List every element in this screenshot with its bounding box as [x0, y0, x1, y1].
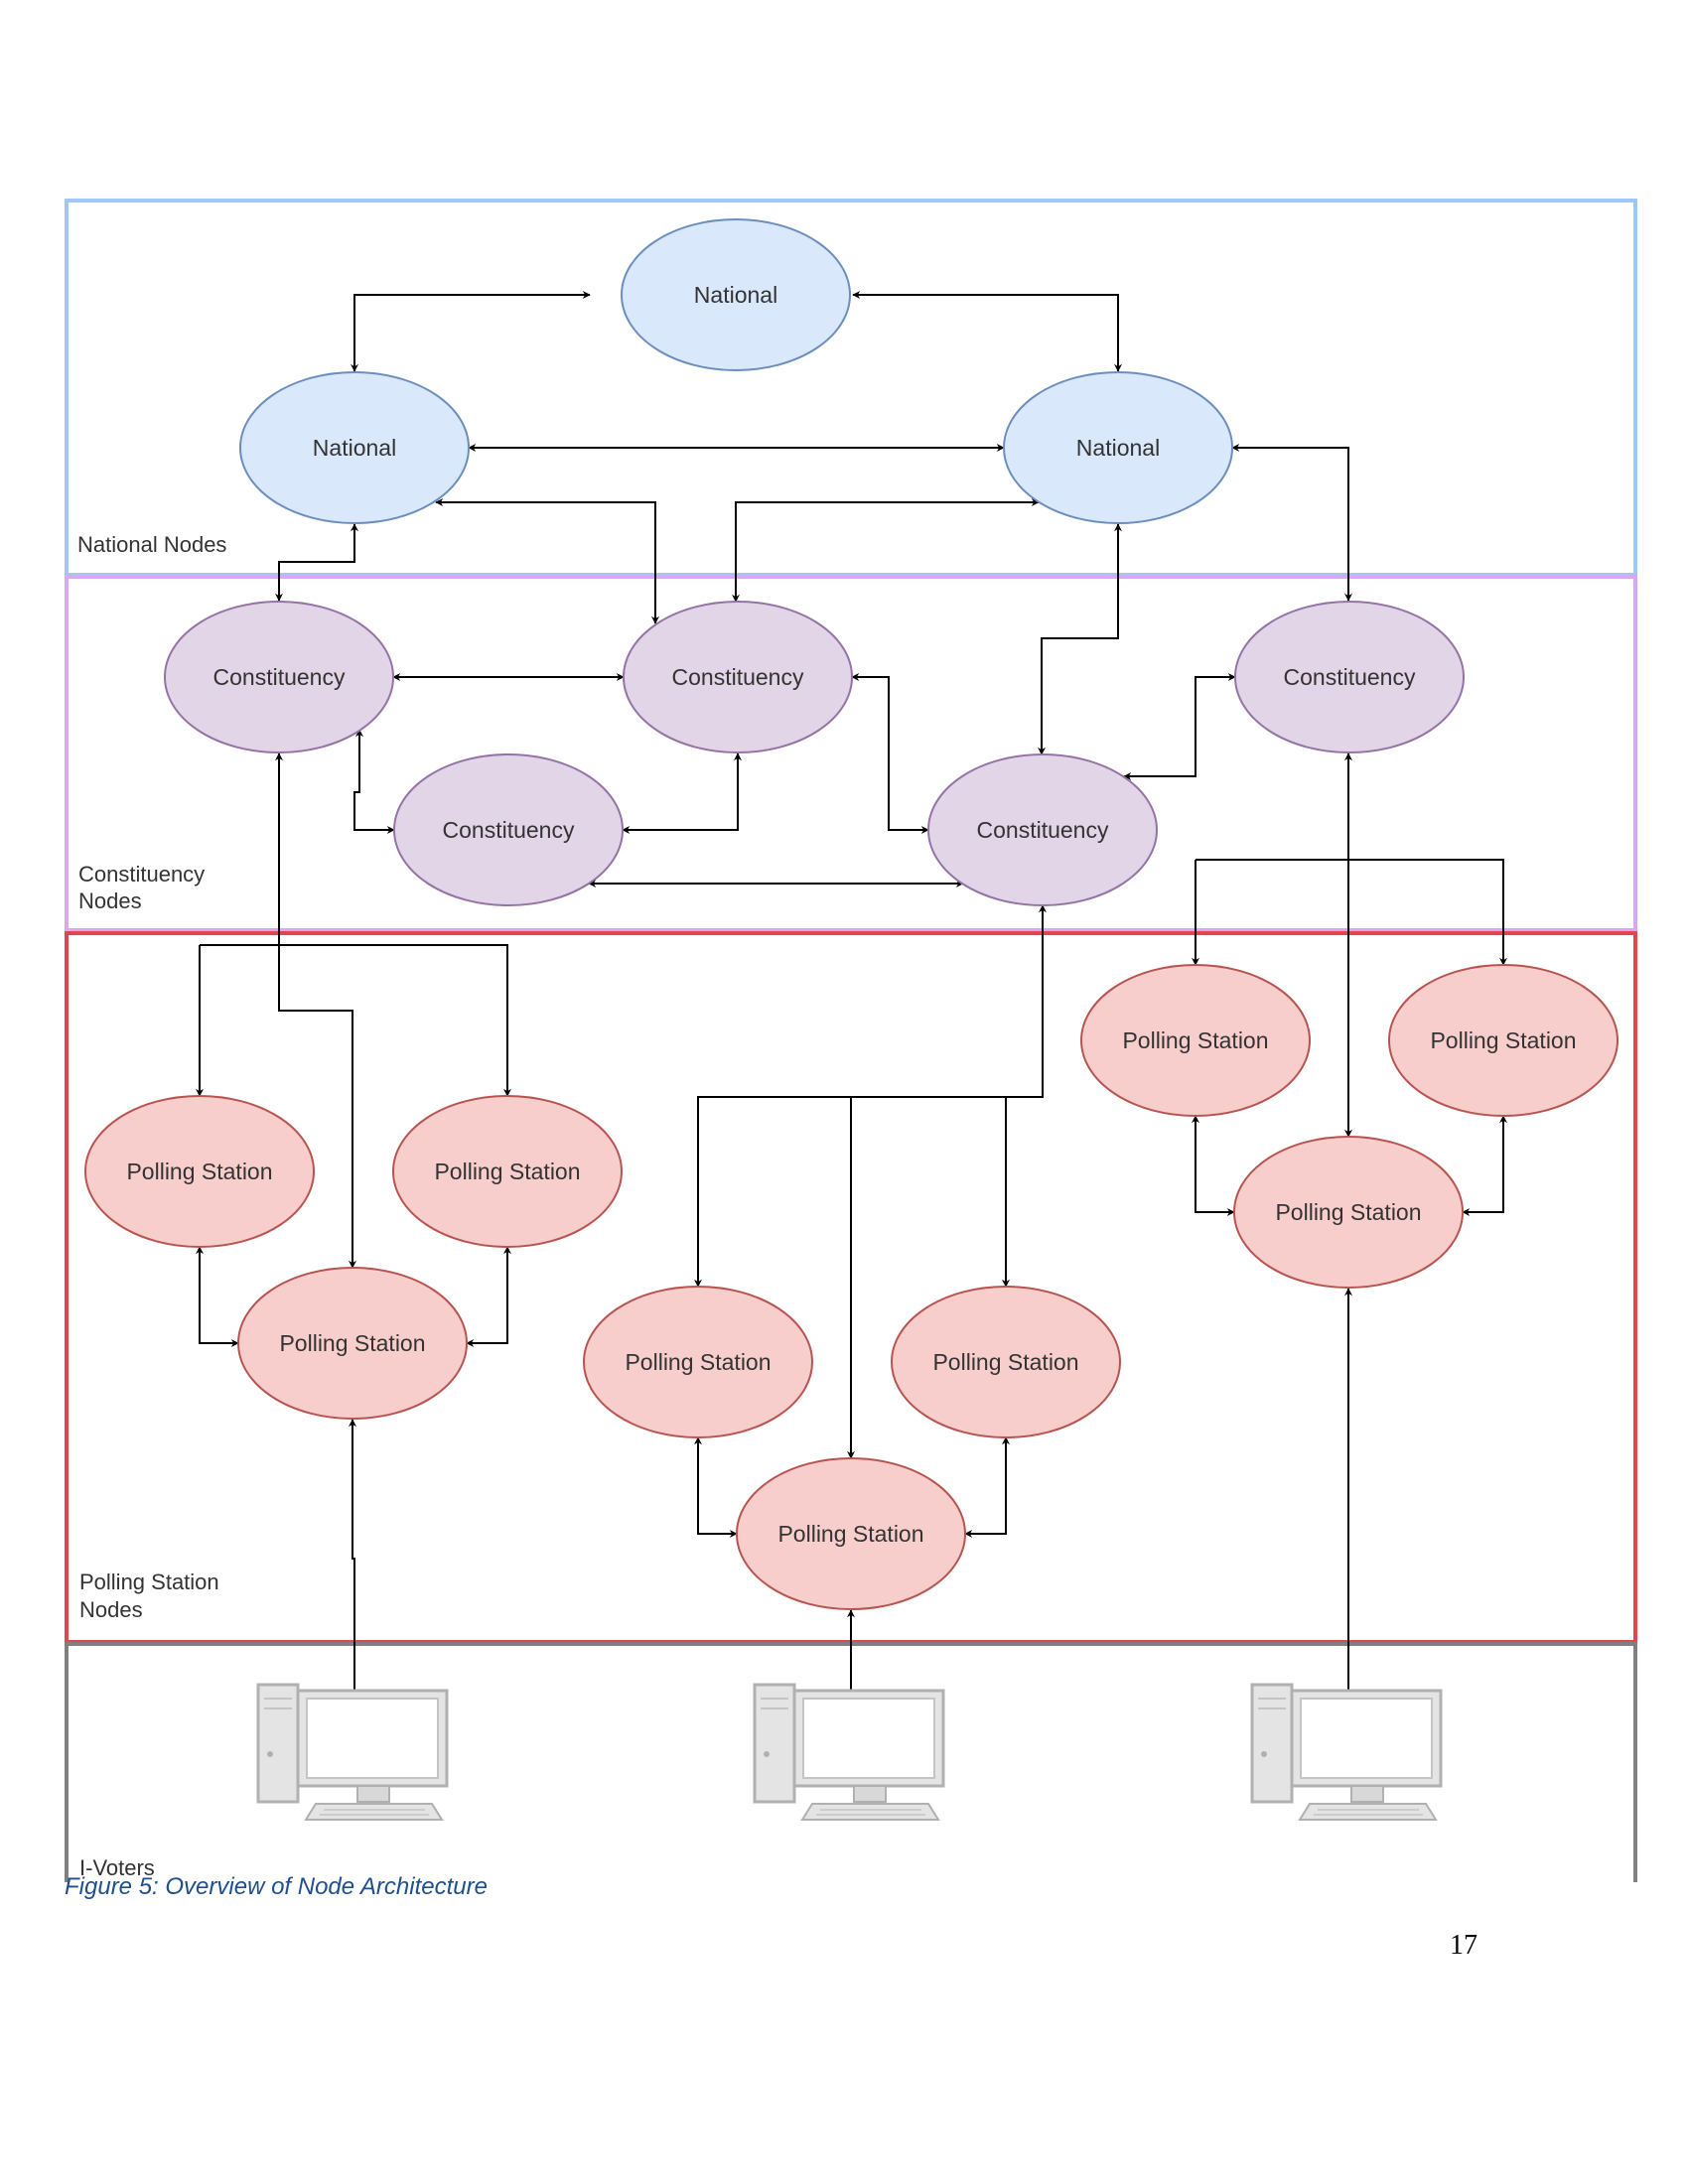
- node-ps-c-center: Polling Station: [1233, 1136, 1464, 1289]
- edge-ps-c-left-center: [1192, 1115, 1235, 1216]
- node-ps-b-right: Polling Station: [891, 1286, 1121, 1438]
- polling-node-label: Polling Station: [126, 1159, 272, 1184]
- node-nat-top: National: [621, 218, 851, 371]
- constituency-node-label: Constituency: [213, 664, 346, 690]
- edge-ps-b-right-center: [964, 1436, 1010, 1538]
- polling-node-label: Polling Station: [1122, 1027, 1268, 1053]
- edge-nat-right-con-3: [1231, 444, 1352, 602]
- edge-ps-a-bus-right: [200, 944, 511, 1097]
- polling-node-shape: [736, 1457, 966, 1610]
- polling-node-shape: [891, 1286, 1121, 1438]
- node-nat-left: National: [239, 371, 470, 524]
- edge-voter-1-ps-a: [349, 1419, 356, 1703]
- connection-lines: [196, 291, 1507, 1703]
- constituency-node-shape: [623, 601, 853, 753]
- edge-ps-a-right-center: [466, 1246, 511, 1347]
- national-node-label: National: [1076, 435, 1160, 461]
- edge-nat-top-left: [351, 291, 591, 372]
- region-label-line: Nodes: [79, 1597, 143, 1622]
- region-national-label: National Nodes: [77, 532, 226, 557]
- polling-node-label: Polling Station: [279, 1330, 425, 1356]
- desktop-computer-icon: [1250, 1683, 1443, 1822]
- region-label-line: Nodes: [78, 888, 142, 913]
- constituency-node-label: Constituency: [672, 664, 804, 690]
- polling-node-shape: [1233, 1136, 1464, 1289]
- node-nat-right: National: [1003, 371, 1233, 524]
- constituency-node-label: Constituency: [1284, 664, 1416, 690]
- edge-nat-left-con-1: [275, 523, 358, 602]
- desktop-computer-icon: [256, 1683, 449, 1822]
- node-ps-b-center: Polling Station: [736, 1457, 966, 1610]
- polling-node-label: Polling Station: [932, 1349, 1078, 1375]
- constituency-node-label: Constituency: [443, 817, 575, 843]
- national-node-shape: [1003, 371, 1233, 524]
- region-label-line: I-Voters: [79, 1855, 155, 1880]
- edge-ps-c-bus-right: [1196, 859, 1507, 966]
- edge-con-5-ps-b-bus: [694, 904, 1047, 1288]
- edge-con-1-con-4: [353, 729, 395, 834]
- region-label-line: National Nodes: [77, 532, 226, 557]
- edge-con-1-ps-a-center: [275, 752, 356, 1269]
- edge-nat-top-right: [852, 291, 1122, 372]
- polling-node-shape: [84, 1095, 315, 1248]
- polling-node-label: Polling Station: [777, 1521, 923, 1547]
- edge-ps-a-left-center: [196, 1246, 239, 1347]
- node-ps-a-center: Polling Station: [237, 1267, 468, 1420]
- constituency-node-label: Constituency: [977, 817, 1109, 843]
- edge-nat-right-con-5: [1038, 523, 1122, 755]
- edge-ps-c-right-center: [1462, 1115, 1507, 1216]
- edge-nat-left-con-2: [435, 498, 659, 624]
- region-voters-label: I-Voters: [79, 1855, 155, 1880]
- node-ps-b-left: Polling Station: [583, 1286, 813, 1438]
- national-node-shape: [621, 218, 851, 371]
- polling-node-shape: [1080, 964, 1311, 1117]
- constituency-node-shape: [1234, 601, 1465, 753]
- edge-con-2-con-5: [851, 673, 929, 834]
- national-node-shape: [239, 371, 470, 524]
- edge-nat-right-con-2: [732, 498, 1040, 603]
- polling-node-label: Polling Station: [1275, 1199, 1421, 1225]
- constituency-node-shape: [393, 753, 624, 906]
- node-con-3: Constituency: [1234, 601, 1465, 753]
- node-con-5: Constituency: [927, 753, 1158, 906]
- node-con-2: Constituency: [623, 601, 853, 753]
- region-label-line: Constituency: [78, 862, 205, 887]
- region-label-line: Polling Station: [79, 1570, 219, 1594]
- polling-node-label: Polling Station: [1430, 1027, 1576, 1053]
- node-con-1: Constituency: [164, 601, 394, 753]
- polling-node-label: Polling Station: [625, 1349, 771, 1375]
- polling-node-shape: [1388, 964, 1618, 1117]
- voter-terminals: [256, 1683, 1443, 1822]
- polling-node-label: Polling Station: [434, 1159, 580, 1184]
- polling-node-shape: [237, 1267, 468, 1420]
- node-ps-a-left: Polling Station: [84, 1095, 315, 1248]
- national-node-label: National: [313, 435, 396, 461]
- page-number: 17: [1450, 1930, 1477, 1961]
- edge-con-3-con-5: [1123, 673, 1236, 780]
- polling-node-shape: [392, 1095, 623, 1248]
- constituency-node-shape: [927, 753, 1158, 906]
- polling-node-shape: [583, 1286, 813, 1438]
- edge-con-2-con-4: [622, 752, 742, 834]
- node-ps-a-right: Polling Station: [392, 1095, 623, 1248]
- desktop-computer-icon: [753, 1683, 945, 1822]
- figure-caption: Figure 5: Overview of Node Architecture: [65, 1873, 488, 1900]
- edge-ps-b-left-center: [694, 1436, 738, 1538]
- national-node-label: National: [694, 282, 777, 308]
- node-ps-c-right: Polling Station: [1388, 964, 1618, 1117]
- constituency-node-shape: [164, 601, 394, 753]
- node-con-4: Constituency: [393, 753, 624, 906]
- node-ps-c-left: Polling Station: [1080, 964, 1311, 1117]
